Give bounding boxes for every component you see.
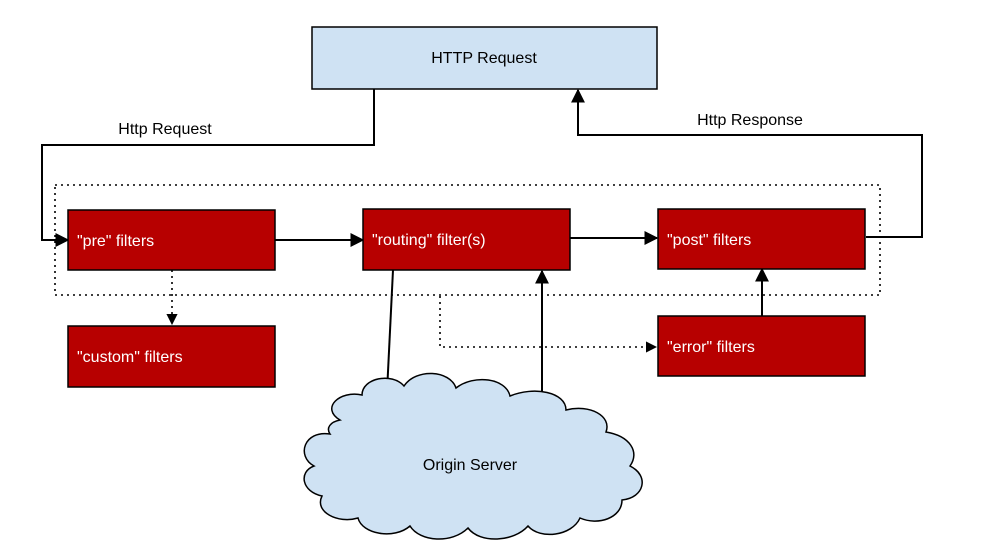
edge-label-http-request: Http Request <box>118 121 212 138</box>
routing-filters-node: "routing" filter(s) <box>362 208 571 271</box>
custom-filters-node: "custom" filters <box>67 325 276 388</box>
pre-filters-node: "pre" filters <box>67 209 276 271</box>
edge-http-response <box>571 88 923 238</box>
error-filters-label: "error" filters <box>667 339 755 356</box>
post-filters-label: "post" filters <box>667 232 751 249</box>
edge-routing-to-origin <box>380 269 395 394</box>
http-request-node-label: HTTP Request <box>431 50 537 67</box>
origin-server-label: Origin Server <box>423 457 518 474</box>
edge-label-http-response: Http Response <box>697 112 803 129</box>
pre-filters-label: "pre" filters <box>77 233 154 250</box>
origin-server-node: Origin Server <box>303 372 643 540</box>
edge-http-request <box>41 89 375 247</box>
edge-to-error <box>439 296 658 353</box>
routing-filters-label: "routing" filter(s) <box>372 232 486 249</box>
http-request-node: HTTP Request <box>311 26 658 90</box>
custom-filters-label: "custom" filters <box>77 349 183 366</box>
post-filters-node: "post" filters <box>657 208 866 270</box>
error-filters-node: "error" filters <box>657 315 866 377</box>
